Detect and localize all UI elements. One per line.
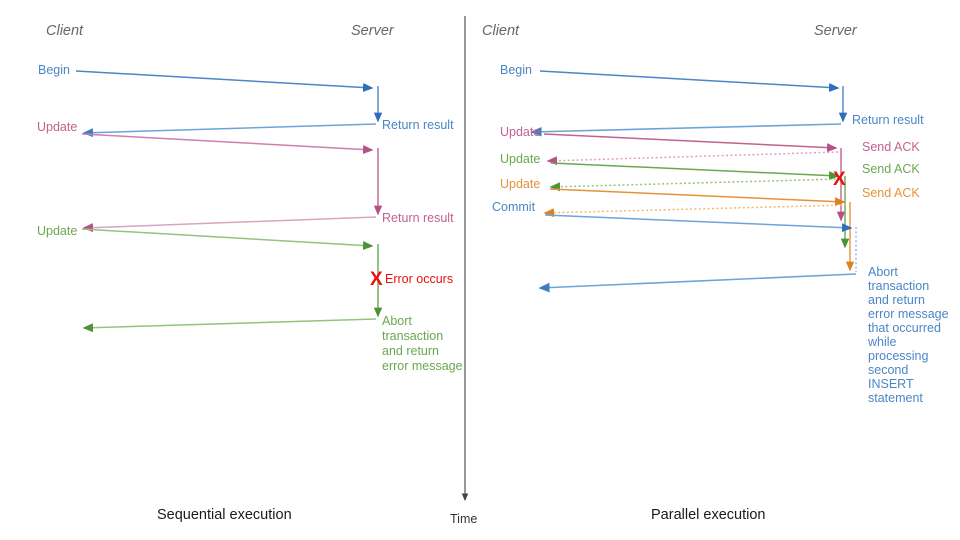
par-abort-line-10: statement — [868, 391, 923, 405]
par-client-msg-commit: Commit — [492, 200, 536, 214]
arrow-ack-p1 — [546, 151, 839, 166]
seq-server-msg-return-result-1: Return result — [382, 118, 454, 132]
seq-abort-line-2: transaction — [382, 329, 444, 343]
panel-parallel — [530, 70, 857, 293]
arrow-return-result-p — [530, 123, 842, 137]
arrow-return-result-1 — [82, 123, 377, 138]
seq-error-label: Error occurs — [385, 272, 454, 286]
arrow-begin — [75, 70, 374, 92]
par-abort-line-9: INSERT — [868, 377, 914, 391]
par-server-msg-ack-1: Send ACK — [862, 140, 920, 154]
panel-sequential-client-header: Client — [46, 23, 84, 39]
par-abort-line-7: processing — [868, 349, 929, 363]
seq-abort-line-3: and return — [382, 344, 439, 358]
arrow-update-p1 — [543, 133, 838, 153]
arrow-update-p2 — [550, 162, 840, 181]
panel-sequential — [75, 70, 383, 333]
panel-parallel-client-header: Client — [482, 23, 520, 39]
par-server-msg-ack-3: Send ACK — [862, 186, 920, 200]
par-abort-line-4: error message — [868, 307, 949, 321]
par-abort-line-6: while — [868, 335, 897, 349]
seq-abort-line-4: error message — [382, 359, 463, 373]
error-x-icon-parallel: X — [833, 169, 846, 190]
panel-parallel-server-header: Server — [814, 23, 857, 39]
par-abort-line-1: Abort — [868, 265, 898, 279]
par-client-msg-update-1: Update — [500, 125, 541, 139]
arrow-commit — [544, 214, 853, 233]
par-abort-line-2: transaction — [868, 279, 930, 293]
arrow-return-result-2 — [82, 216, 377, 233]
par-server-msg-ack-2: Send ACK — [862, 162, 920, 176]
panel-sequential-caption: Sequential execution — [157, 507, 292, 523]
seq-client-msg-update-2: Update — [37, 224, 78, 238]
seq-client-msg-begin: Begin — [38, 63, 70, 77]
par-client-msg-begin: Begin — [500, 63, 532, 77]
arrow-ack-p2 — [549, 178, 841, 192]
par-client-msg-update-2: Update — [500, 152, 541, 166]
arrow-begin-p — [539, 70, 840, 92]
panel-parallel-caption: Parallel execution — [651, 507, 766, 523]
par-abort-line-5: that occurred — [868, 321, 941, 335]
arrow-ack-p3 — [543, 204, 847, 218]
time-axis-label: Time — [450, 512, 478, 526]
par-client-msg-update-3: Update — [500, 177, 541, 191]
arrow-update-2 — [81, 228, 374, 250]
seq-server-msg-return-result-2: Return result — [382, 211, 454, 225]
panel-sequential-server-header: Server — [351, 23, 394, 39]
arrow-update-p3 — [549, 188, 846, 207]
arrow-abort-p — [538, 273, 857, 293]
seq-client-msg-update-1: Update — [37, 120, 78, 134]
par-server-msg-return-result: Return result — [852, 113, 924, 127]
arrow-abort — [82, 318, 377, 333]
arrow-update-1 — [81, 133, 374, 154]
seq-abort-line-1: Abort — [382, 314, 412, 328]
error-x-icon: X — [370, 269, 383, 290]
par-abort-line-8: second — [868, 363, 909, 377]
par-abort-line-3: and return — [868, 293, 925, 307]
